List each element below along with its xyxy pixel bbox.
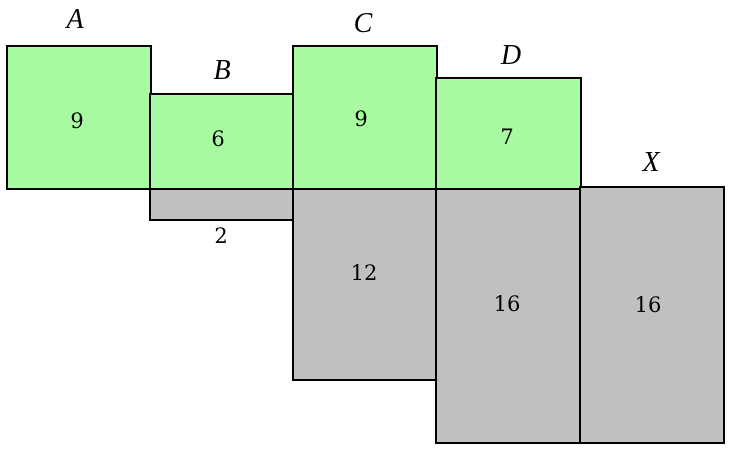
block-d-bottom xyxy=(435,186,582,444)
block-a-top xyxy=(6,45,152,190)
block-d-top-value: 7 xyxy=(500,125,514,149)
label-a: A xyxy=(66,4,84,35)
block-c-bottom xyxy=(292,186,438,381)
block-b-bottom xyxy=(149,186,295,221)
block-b-top-value: 6 xyxy=(211,127,225,151)
label-c: C xyxy=(353,8,373,39)
block-x-bottom-value: 16 xyxy=(634,293,662,317)
block-b-top xyxy=(149,93,295,190)
label-b: B xyxy=(213,55,231,86)
label-x: X xyxy=(642,147,660,178)
block-b-bottom-value: 2 xyxy=(214,224,228,248)
block-c-bottom-value: 12 xyxy=(350,261,378,285)
block-d-bottom-value: 16 xyxy=(493,292,521,316)
block-c-top-value: 9 xyxy=(354,107,368,131)
label-d: D xyxy=(500,40,522,71)
block-a-top-value: 9 xyxy=(70,109,84,133)
block-d-top xyxy=(435,77,582,190)
block-x-bottom xyxy=(579,186,725,444)
